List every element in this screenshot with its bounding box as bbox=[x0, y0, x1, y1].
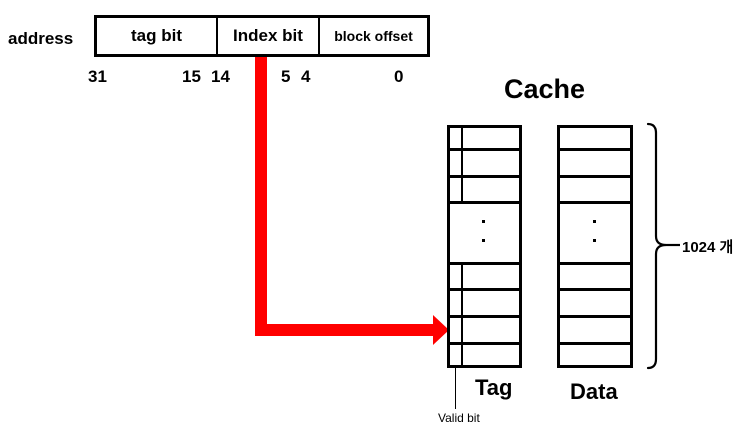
row-divider bbox=[560, 342, 630, 345]
ellipsis-dot bbox=[593, 239, 596, 242]
bit-number-31: 31 bbox=[88, 67, 107, 86]
index-arrow-head-icon bbox=[433, 315, 449, 345]
row-divider bbox=[560, 201, 630, 204]
bit-number-5: 5 bbox=[281, 67, 291, 86]
row-divider bbox=[450, 148, 519, 151]
row-divider bbox=[560, 175, 630, 178]
row-divider bbox=[450, 262, 519, 265]
valid-bit-label: Valid bit bbox=[438, 411, 480, 425]
valid-bit-column-divider bbox=[461, 128, 463, 204]
row-count-label: 1024 개 bbox=[682, 239, 734, 256]
address-box: tag bit Index bit block offset bbox=[94, 15, 430, 57]
bit-number-14: 14 bbox=[211, 67, 230, 86]
data-column-label: Data bbox=[570, 379, 618, 404]
row-divider bbox=[450, 342, 519, 345]
valid-tag-table bbox=[447, 125, 522, 368]
data-table bbox=[557, 125, 633, 368]
bit-number-15: 15 bbox=[182, 67, 201, 86]
row-divider bbox=[560, 262, 630, 265]
ellipsis-dot bbox=[482, 239, 485, 242]
index-arrow-vertical-segment bbox=[255, 57, 267, 336]
row-divider bbox=[560, 148, 630, 151]
rows-brace bbox=[646, 122, 680, 370]
address-field-block-offset: block offset bbox=[318, 18, 427, 54]
ellipsis-dot bbox=[593, 220, 596, 223]
row-divider bbox=[560, 288, 630, 291]
bit-number-4: 4 bbox=[301, 67, 311, 86]
row-divider bbox=[450, 201, 519, 204]
row-divider bbox=[560, 315, 630, 318]
index-arrow-horizontal-segment bbox=[255, 324, 433, 336]
address-field-index-bit: Index bit bbox=[216, 18, 318, 54]
valid-bit-pointer-line bbox=[455, 368, 456, 409]
valid-bit-column-divider bbox=[461, 262, 463, 365]
ellipsis-dot bbox=[482, 220, 485, 223]
address-label: address bbox=[8, 29, 74, 48]
row-divider bbox=[450, 175, 519, 178]
address-field-tag-bit: tag bit bbox=[131, 26, 182, 45]
row-divider bbox=[450, 288, 519, 291]
row-divider bbox=[450, 315, 519, 318]
cache-title: Cache bbox=[504, 74, 586, 104]
tag-column-label: Tag bbox=[475, 375, 513, 400]
bit-number-0: 0 bbox=[394, 67, 404, 86]
